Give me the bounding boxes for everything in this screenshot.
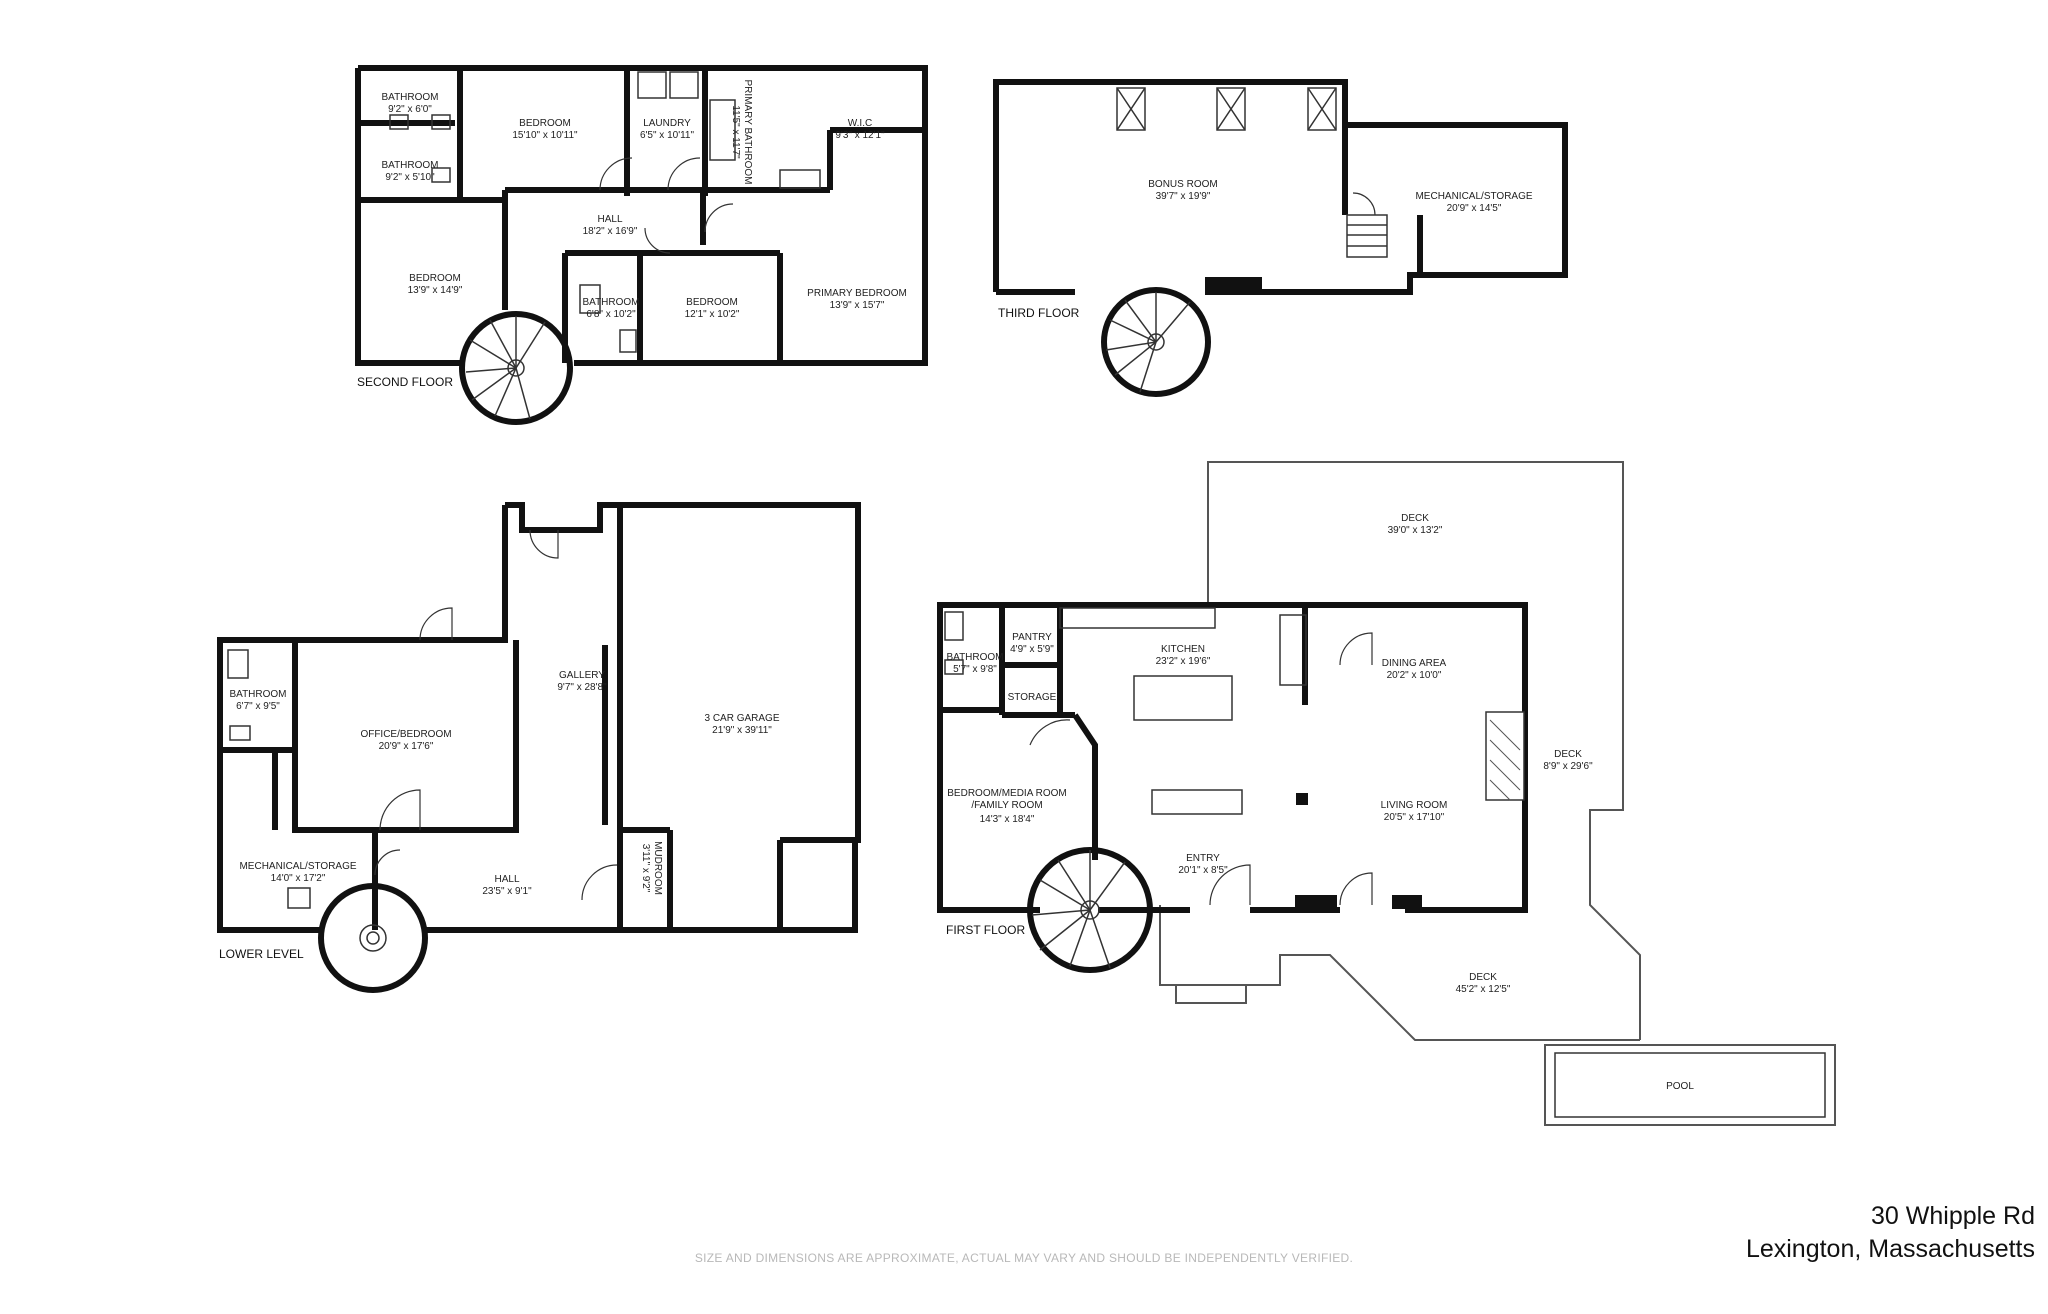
room-label: BEDROOM bbox=[686, 297, 738, 308]
room-dimension: 13'9" x 14'9" bbox=[408, 285, 463, 296]
room-label: BEDROOM/MEDIA ROOM bbox=[947, 788, 1066, 799]
room-label: PRIMARY BEDROOM bbox=[807, 288, 907, 299]
room-label: GALLERY bbox=[559, 670, 605, 681]
room-label: BATHROOM bbox=[229, 689, 286, 700]
room-dimension: 23'2" x 19'6" bbox=[1156, 656, 1211, 667]
room-label: OFFICE/BEDROOM bbox=[360, 729, 451, 740]
room-label: DECK bbox=[1554, 749, 1582, 760]
room-dimension: 20'9" x 14'5" bbox=[1447, 203, 1502, 214]
room-label: BONUS ROOM bbox=[1148, 179, 1217, 190]
third-floor-plan bbox=[993, 79, 1568, 397]
room-label: STORAGE bbox=[1008, 692, 1057, 703]
room-dimension: 11'5" x 11'7" bbox=[730, 105, 741, 159]
room-labels-second-floor: BATHROOM 9'2" x 6'0" BEDROOM 15'10" x 10… bbox=[381, 79, 906, 320]
room-dimension: 9'2" x 5'10" bbox=[385, 172, 435, 183]
room-dimension: 14'0" x 17'2" bbox=[271, 873, 326, 884]
lower-level-plan bbox=[217, 502, 861, 993]
floor-label-second: SECOND FLOOR bbox=[357, 375, 453, 389]
room-label: ENTRY bbox=[1186, 853, 1220, 864]
room-dimension: 15'10" x 10'11" bbox=[512, 130, 578, 141]
room-dimension: 39'7" x 19'9" bbox=[1156, 191, 1211, 202]
room-dimension: 3'11" x 9'2" bbox=[640, 844, 651, 893]
floor-label-third: THIRD FLOOR bbox=[998, 306, 1080, 320]
room-labels-first-floor: DECK 39'0" x 13'2" PANTRY 4'9" x 5'9" KI… bbox=[946, 513, 1694, 1092]
room-label: BATHROOM bbox=[381, 160, 438, 171]
room-dimension: 9'3" x 12'1" bbox=[835, 130, 885, 141]
room-label: MECHANICAL/STORAGE bbox=[239, 861, 356, 872]
second-floor-plan bbox=[355, 65, 928, 425]
room-label: BEDROOM bbox=[519, 118, 571, 129]
room-label: 14'3" x 18'4" bbox=[980, 814, 1035, 825]
room-dimension: 8'9" x 29'6" bbox=[1543, 761, 1593, 772]
room-dimension: 18'2" x 16'9" bbox=[583, 226, 638, 237]
first-floor-plan bbox=[937, 461, 1836, 1126]
address-street: 30 Whipple Rd bbox=[1871, 1202, 2035, 1230]
room-label: BATHROOM bbox=[582, 297, 639, 308]
room-dimension: 20'5" x 17'10" bbox=[1384, 812, 1445, 823]
room-labels-third-floor: BONUS ROOM 39'7" x 19'9" MECHANICAL/STOR… bbox=[1148, 179, 1533, 214]
room-label: DECK bbox=[1469, 972, 1497, 983]
room-label: LAUNDRY bbox=[643, 118, 691, 129]
disclaimer-text: SIZE AND DIMENSIONS ARE APPROXIMATE, ACT… bbox=[694, 1251, 1354, 1265]
room-label: W.I.C bbox=[848, 118, 872, 129]
room-label: LIVING ROOM bbox=[1381, 800, 1448, 811]
room-dimension: 23'5" x 9'1" bbox=[482, 886, 532, 897]
floor-label-lower: LOWER LEVEL bbox=[219, 947, 304, 961]
room-label: POOL bbox=[1666, 1081, 1694, 1092]
room-dimension: 12'1" x 10'2" bbox=[685, 309, 740, 320]
room-label: DINING AREA bbox=[1382, 658, 1447, 669]
room-dimension: 39'0" x 13'2" bbox=[1388, 525, 1443, 536]
room-label: 3 CAR GARAGE bbox=[704, 713, 779, 724]
room-dimension: 6'7" x 9'5" bbox=[236, 701, 280, 712]
room-label: PANTRY bbox=[1012, 632, 1052, 643]
room-dimension: 4'9" x 5'9" bbox=[1010, 644, 1054, 655]
room-label: PRIMARY BATHROOM bbox=[742, 79, 753, 184]
room-label: KITCHEN bbox=[1161, 644, 1205, 655]
room-labels-lower-level: GALLERY 9'7" x 28'8" 3 CAR GARAGE 21'9" … bbox=[229, 670, 779, 897]
floor-label-first: FIRST FLOOR bbox=[946, 923, 1025, 937]
room-label: HALL bbox=[597, 214, 622, 225]
room-dimension: 20'1" x 8'5" bbox=[1178, 865, 1228, 876]
room-dimension: 6'5" x 10'11" bbox=[640, 130, 695, 141]
room-dimension: 9'2" x 6'0" bbox=[388, 104, 432, 115]
room-label: MECHANICAL/STORAGE bbox=[1415, 191, 1532, 202]
room-label: DECK bbox=[1401, 513, 1429, 524]
room-label: BATHROOM bbox=[381, 92, 438, 103]
room-dimension: /FAMILY ROOM bbox=[971, 800, 1042, 811]
address-city-state: Lexington, Massachusetts bbox=[1745, 1235, 2035, 1263]
room-dimension: 45'2" x 12'5" bbox=[1456, 984, 1511, 995]
room-dimension: 6'8" x 10'2" bbox=[586, 309, 636, 320]
room-dimension: 5'7" x 9'8" bbox=[953, 664, 997, 675]
property-address: 30 Whipple Rd Lexington, Massachusetts bbox=[1746, 1200, 2035, 1266]
room-label: BEDROOM bbox=[409, 273, 461, 284]
room-dimension: 9'7" x 28'8" bbox=[557, 682, 607, 693]
room-dimension: 21'9" x 39'11" bbox=[712, 725, 772, 736]
room-dimension: 13'9" x 15'7" bbox=[830, 300, 885, 311]
floor-labels: SECOND FLOOR THIRD FLOOR LOWER LEVEL FIR… bbox=[219, 306, 1080, 961]
room-label: HALL bbox=[494, 874, 519, 885]
room-label: BATHROOM bbox=[946, 652, 1003, 663]
room-dimension: 20'9" x 17'6" bbox=[379, 741, 434, 752]
room-label: MUDROOM bbox=[652, 841, 663, 895]
room-dimension: 20'2" x 10'0" bbox=[1387, 670, 1442, 681]
